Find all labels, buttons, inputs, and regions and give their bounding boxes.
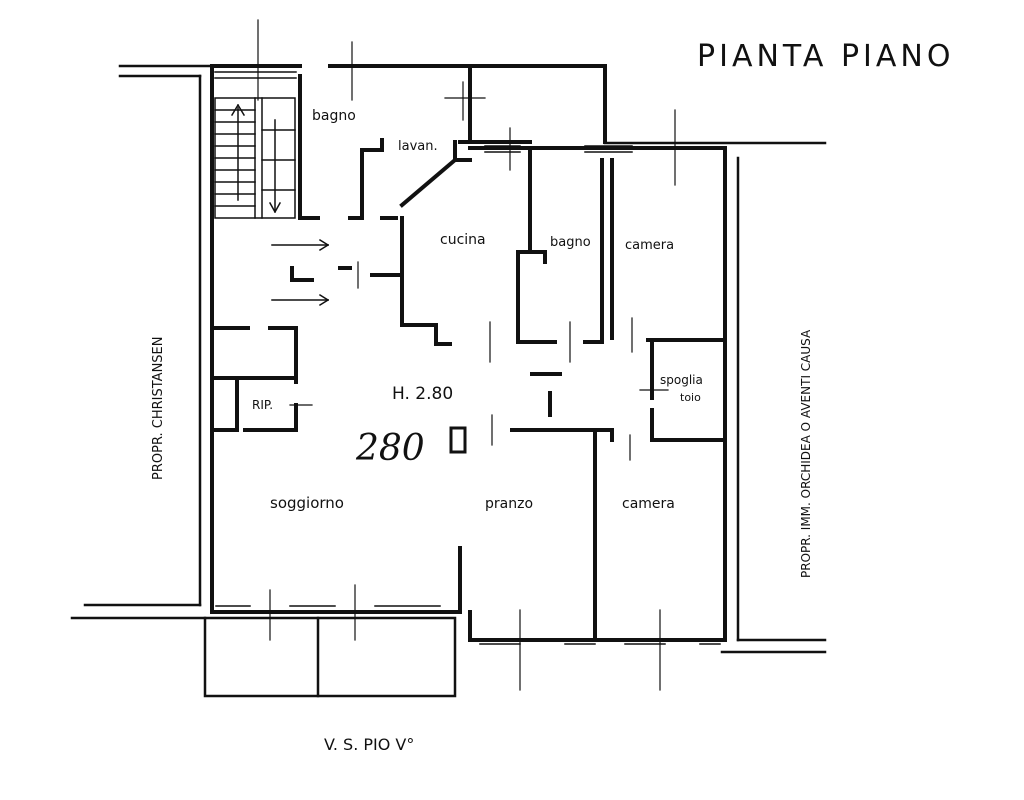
room-label-lavan: lavan. <box>398 139 438 154</box>
room-label-bagno-mid: bagno <box>550 235 591 250</box>
street-label: V. S. PIO V° <box>324 735 414 754</box>
room-label-rip: RIP. <box>252 398 273 412</box>
room-label-pranzo: pranzo <box>485 496 533 512</box>
room-label-bagno-top: bagno <box>312 108 356 124</box>
interior-walls <box>213 74 727 642</box>
plan-title: PIANTA PIANO <box>697 39 954 74</box>
windows <box>214 71 721 645</box>
neighbor-label-left: PROPR. CHRISTANSEN <box>151 337 166 481</box>
room-label-spogliatoio-2: toio <box>680 391 701 404</box>
height-label: H. 2.80 <box>392 384 453 404</box>
balcony <box>203 616 457 698</box>
section-lines <box>257 19 676 691</box>
room-label-cucina: cucina <box>440 232 486 248</box>
room-label-camera-bottom: camera <box>622 496 675 512</box>
handwritten-number: 280 <box>355 428 425 469</box>
neighbor-label-right: PROPR. IMM. ORCHIDEA O AVENTI CAUSA <box>799 329 813 578</box>
flue-symbol <box>449 426 467 454</box>
neighbor-boundaries <box>70 64 827 654</box>
stair <box>214 97 296 219</box>
entry-arrows <box>271 238 330 307</box>
room-label-spogliatoio-1: spoglia <box>660 373 703 387</box>
room-label-soggiorno: soggiorno <box>270 494 344 512</box>
room-label-camera-top: camera <box>625 238 674 253</box>
